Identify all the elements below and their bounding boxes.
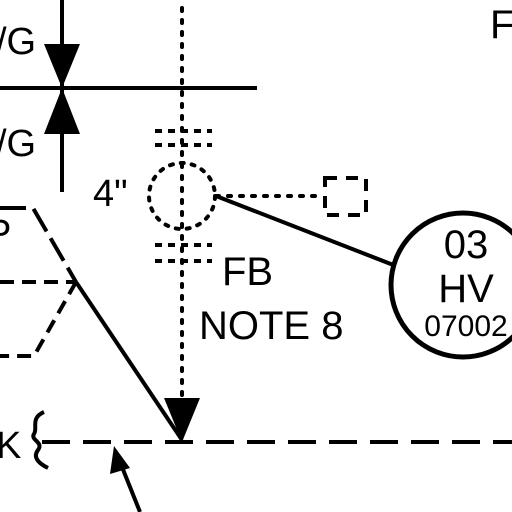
- label-fb: FB: [222, 250, 273, 294]
- label-vg-top: /G: [0, 21, 36, 63]
- dashed-square-box: [323, 176, 368, 217]
- arrowhead-bottom-icon: [164, 398, 200, 442]
- instrument-leader-line: [215, 194, 397, 268]
- left-shape-dashed-lower: [0, 281, 78, 358]
- arrowhead-up-icon: [44, 88, 80, 134]
- instrument-bubble: [388, 210, 512, 360]
- label-vg-bottom: /G: [0, 123, 36, 165]
- instrument-line2: HV: [438, 267, 494, 311]
- bottom-leader-line: [118, 461, 142, 512]
- left-shape-solid: [0, 206, 78, 284]
- arrowhead-down-icon: [44, 44, 80, 88]
- dimension-label: 4": [93, 173, 128, 215]
- instrument-line1: 03: [444, 223, 489, 267]
- label-note: NOTE 8: [199, 304, 343, 348]
- diagonal-line: [74, 280, 184, 442]
- instrument-line3: 07002: [424, 310, 507, 343]
- label-top-right: F: [490, 3, 512, 47]
- label-bottom-left: K: [0, 425, 21, 467]
- dotted-circle-tap: [147, 161, 217, 231]
- label-left-partial: P: [0, 213, 11, 255]
- break-symbol-icon: [31, 410, 49, 470]
- arrowhead-leader-icon: [110, 446, 130, 474]
- dashed-bracket-marks: [155, 129, 212, 263]
